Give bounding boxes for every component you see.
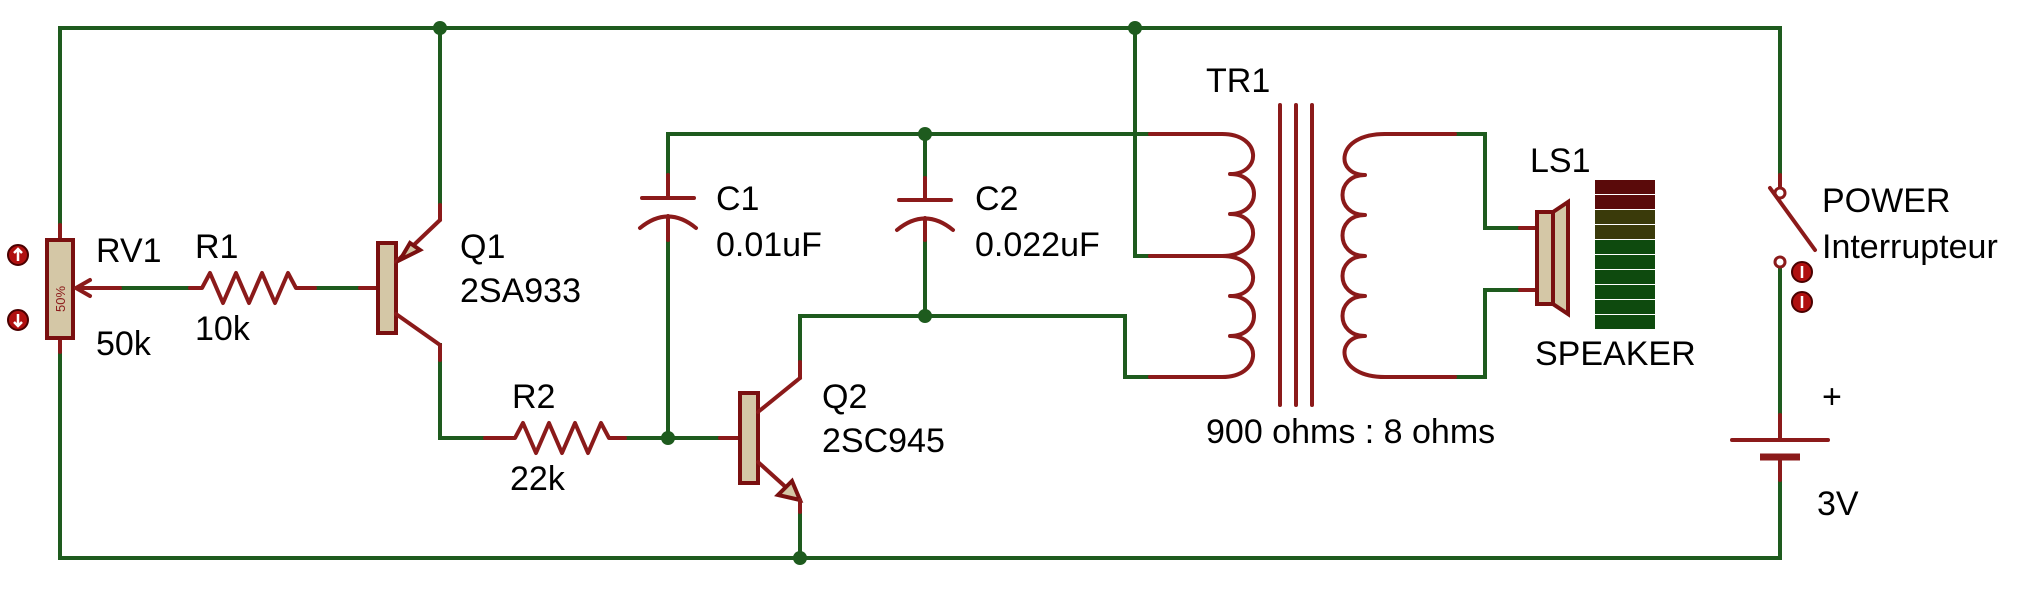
ls1-cone-icon — [1551, 198, 1570, 318]
c2-ref: C2 — [975, 180, 1018, 218]
q1-base-bar — [376, 241, 398, 335]
rv1-pin-up-icon — [7, 244, 29, 266]
c1-ref: C1 — [716, 180, 759, 218]
ls1-level-bar — [1595, 300, 1655, 314]
q1-ref: Q1 — [460, 228, 505, 266]
q1-collector-lead — [394, 312, 442, 347]
junction-tr1-top — [1128, 21, 1142, 35]
c1-value: 0.01uF — [716, 226, 822, 264]
wire-q1-collector — [438, 343, 487, 440]
ls1-level-bar — [1595, 225, 1655, 239]
wire-tr1-tap — [1133, 26, 1152, 258]
tr1-secondary-coil — [1340, 132, 1387, 379]
ls1-level-bar — [1595, 270, 1655, 284]
c2-capacitor[interactable]: C2 0.022uF — [895, 176, 1100, 264]
ls1-level-bar — [1595, 195, 1655, 209]
q2-value: 2SC945 — [822, 422, 945, 460]
switch-pin-icon-2 — [1791, 291, 1813, 313]
ls1-magnet — [1535, 210, 1555, 306]
q2-ref: Q2 — [822, 378, 867, 416]
q1-emitter-arrow-icon — [394, 240, 424, 265]
tr1-transformer[interactable]: TR1 900 ohms : 8 ohms — [1148, 62, 1495, 451]
junction-q1-top — [433, 21, 447, 35]
wire-secondary-top — [1453, 132, 1522, 230]
junctions — [433, 21, 1142, 565]
ls1-level-bar — [1595, 180, 1655, 194]
r1-ref: R1 — [195, 228, 238, 266]
q2-emitter-arrow-icon — [774, 477, 804, 503]
r1-resistor[interactable]: R1 10k — [188, 228, 317, 348]
switch-contact-bottom — [1773, 255, 1787, 269]
power-switch[interactable]: POWER Interrupteur — [1768, 173, 1998, 313]
switch-pin-icon-1 — [1791, 261, 1813, 283]
ls1-ref: LS1 — [1530, 142, 1591, 180]
q1-transistor[interactable]: Q1 2SA933 — [358, 203, 581, 362]
ls1-level-bar — [1595, 240, 1655, 254]
q2-transistor[interactable]: Q2 2SC945 — [718, 360, 945, 514]
junction-bottom — [793, 551, 807, 565]
power-value: Interrupteur — [1822, 228, 1998, 266]
rv1-wiper-arrow — [74, 278, 92, 298]
junction-c2-bottom — [918, 309, 932, 323]
c1-capacitor[interactable]: C1 0.01uF — [638, 173, 822, 264]
wire-top-rail — [58, 26, 1782, 177]
ls1-value: SPEAKER — [1535, 335, 1696, 373]
r1-value: 10k — [195, 310, 251, 348]
tr1-value: 900 ohms : 8 ohms — [1206, 413, 1495, 451]
r2-resistor[interactable]: R2 22k — [483, 378, 627, 498]
r2-ref: R2 — [512, 378, 555, 416]
ls1-level-bar — [1595, 315, 1655, 329]
r2-value: 22k — [510, 460, 566, 498]
switch-lever — [1768, 186, 1817, 252]
wire-q2-collector — [798, 314, 1152, 379]
q1-value: 2SA933 — [460, 272, 581, 310]
wire-c1-top — [666, 132, 1152, 177]
wire-bottom-rail — [58, 463, 1782, 560]
ls1-level-meter — [1595, 180, 1655, 329]
battery[interactable]: + 3V — [1730, 378, 1859, 523]
tr1-ref: TR1 — [1206, 62, 1270, 100]
power-ref: POWER — [1822, 182, 1950, 220]
q2-base-bar — [738, 391, 760, 485]
ls1-level-bar — [1595, 255, 1655, 269]
rv1-value: 50k — [96, 325, 152, 363]
rv1-potentiometer[interactable]: 50% RV1 50k — [7, 223, 162, 363]
r1-zigzag — [188, 271, 317, 305]
ls1-speaker[interactable]: LS1 SPEAKER — [1518, 142, 1696, 373]
tr1-primary-coil — [1220, 132, 1256, 379]
ls1-level-bar — [1595, 210, 1655, 224]
wire-secondary-bottom — [1453, 288, 1522, 379]
c2-value: 0.022uF — [975, 226, 1100, 264]
battery-polarity: + — [1822, 378, 1842, 416]
battery-value: 3V — [1817, 485, 1859, 523]
rv1-wiper-value: 50% — [53, 286, 68, 312]
junction-q2-base — [661, 431, 675, 445]
ls1-level-bar — [1595, 285, 1655, 299]
rv1-pin-down-icon — [7, 309, 29, 331]
r2-zigzag — [483, 421, 627, 455]
rv1-body — [45, 238, 75, 340]
junction-c2-top — [918, 127, 932, 141]
wires — [58, 26, 1782, 560]
rv1-ref: RV1 — [96, 232, 162, 270]
q2-collector-lead — [756, 376, 802, 414]
